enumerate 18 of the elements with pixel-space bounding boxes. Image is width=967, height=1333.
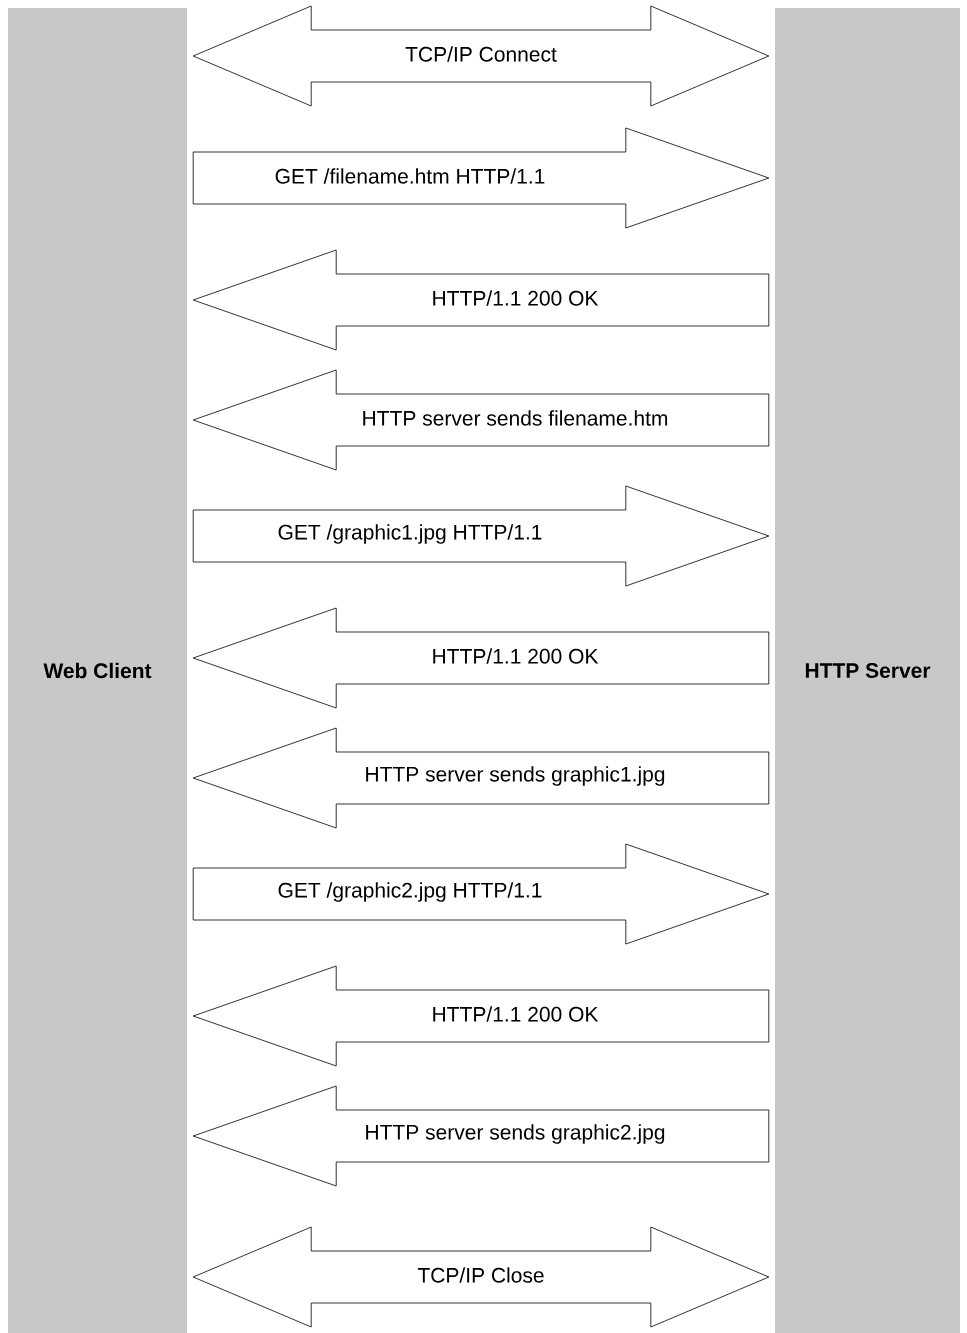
edge-label: HTTP server sends graphic1.jpg xyxy=(363,765,667,787)
lane-band: HTTP Server xyxy=(775,8,960,1333)
block-arrow xyxy=(192,249,770,351)
edge-label: HTTP/1.1 200 OK xyxy=(430,647,600,665)
block-arrow xyxy=(192,5,770,107)
edge-label: HTTP/1.1 200 OK xyxy=(430,289,600,307)
edge-label: GET /graphic2.jpg HTTP/1.1 xyxy=(276,881,544,903)
block-arrow xyxy=(192,607,770,709)
block-arrow xyxy=(192,1226,770,1328)
block-arrow xyxy=(192,965,770,1067)
edge-label: HTTP/1.1 200 OK xyxy=(430,1005,600,1023)
edge-label: GET /filename.htm HTTP/1.1 xyxy=(273,167,547,185)
edge-label: HTTP server sends filename.htm xyxy=(360,409,670,427)
edge-label: TCP/IP Close xyxy=(416,1266,546,1284)
edge-label: GET /graphic1.jpg HTTP/1.1 xyxy=(276,523,544,545)
edge-label: TCP/IP Connect xyxy=(404,45,558,63)
edge-label: HTTP server sends graphic2.jpg xyxy=(363,1123,667,1145)
lane-band: Web Client xyxy=(8,8,187,1333)
